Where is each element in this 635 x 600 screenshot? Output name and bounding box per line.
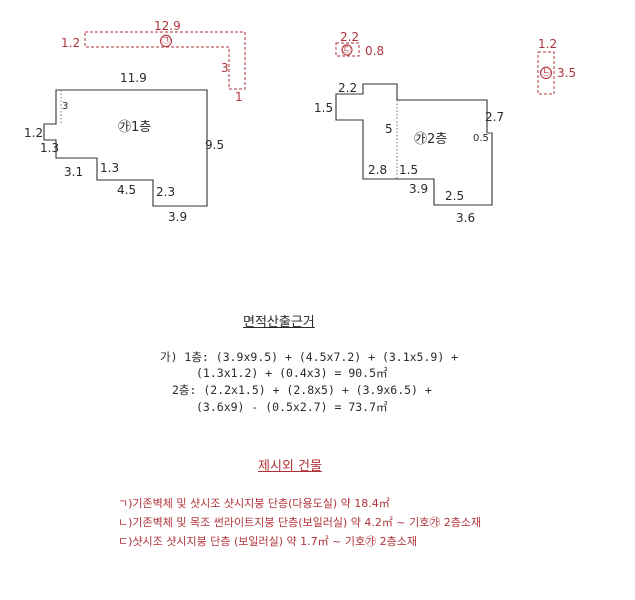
floor1-dim-step-a: 3.1: [64, 165, 84, 179]
floor1-dim-bottom: 3.9: [168, 210, 188, 224]
outbuilding-b-mark-circle: [341, 44, 353, 56]
floor2-dim-bottom: 3.6: [456, 211, 476, 225]
outbuilding-b-outline: [335, 42, 360, 57]
outbuilding-a-top-dim: 12.9: [154, 19, 181, 33]
floor1-dim-dotted: 3: [62, 101, 69, 112]
area-basis-line: (1.3x1.2) + (0.4x3) = 90.5㎡: [196, 366, 388, 380]
outbuilding-c-mark: ㉡: [541, 67, 551, 78]
area-basis-line: (3.6x9) - (0.5x2.7) = 73.7㎡: [196, 400, 388, 414]
floor2-dim-step-c: 3.9: [409, 182, 429, 196]
floor2-label: ㉮2층: [414, 132, 448, 147]
outbuilding-b-top-dim: 2.2: [340, 30, 360, 44]
area-basis-line: 가) 1층: (3.9x9.5) + (4.5x7.2) + (3.1x5.9)…: [160, 350, 459, 364]
outbuilding-c-right-dim: 3.5: [557, 66, 577, 80]
floor1-dim-notch-bottom: 1.3: [40, 141, 60, 155]
outbuilding-c-top-dim: 1.2: [538, 37, 558, 51]
floor1-dim-top: 11.9: [120, 71, 147, 85]
floor2-dim-step-a: 2.8: [368, 163, 388, 177]
outbuilding-b-mark: ㉢: [342, 45, 352, 55]
outbuilding-a-mark: ㉠: [161, 35, 171, 46]
floor1-outline: [43, 89, 208, 207]
floor2-dim-left: 1.5: [314, 101, 334, 115]
outside-building-item: ㄱ)기존벽체 및 샷시조 샷시지붕 단층(다용도실) 약 18.4㎡: [118, 497, 390, 510]
floor1-dim-notch-top: 1.2: [24, 126, 44, 140]
outbuilding-c-outline: [537, 51, 555, 95]
outside-buildings-heading: 제시외 건물: [258, 459, 322, 474]
outbuilding-c-mark-circle: [540, 67, 552, 79]
floor2-outline: [335, 83, 493, 206]
outbuilding-a-mark-circle: [160, 35, 172, 47]
outbuilding-b-right-dim: 0.8: [365, 44, 385, 58]
area-basis-heading: 면적산출근거: [243, 315, 315, 330]
floor1-label: ㉮1층: [118, 120, 152, 135]
outbuilding-a-left-dim: 1.2: [61, 36, 81, 50]
outside-building-item: ㄷ)샷시조 샷시지붕 단층 (보일러실) 약 1.7㎡ ~ 기호㉮ 2층소재: [118, 535, 417, 548]
outside-building-item: ㄴ)기존벽체 및 목조 썬라이트지붕 단층(보일러실) 약 4.2㎡ ~ 기호㉮…: [118, 516, 482, 529]
floor2-dim-step-b: 1.5: [399, 163, 419, 177]
floor1-dim-step-d: 2.3: [156, 185, 176, 199]
floor1-dim-step-b: 1.3: [100, 161, 120, 175]
floor1-dim-step-c: 4.5: [117, 183, 137, 197]
floor2-dim-step-d: 2.5: [445, 189, 465, 203]
floor2-dim-inner: 5: [385, 122, 393, 136]
outbuilding-a-bottom-dim: 1: [235, 90, 243, 104]
floor1-dim-right: 9.5: [205, 138, 225, 152]
outbuilding-a-right-dim: 3: [221, 61, 229, 75]
floor2-dim-right-top: 2.7: [485, 110, 505, 124]
outbuilding-a-outline: [84, 31, 246, 90]
area-basis-line: 2층: (2.2x1.5) + (2.8x5) + (3.9x6.5) +: [172, 383, 432, 397]
floor2-dim-jog: 0.5: [473, 133, 489, 144]
floor2-dim-top: 2.2: [338, 81, 358, 95]
